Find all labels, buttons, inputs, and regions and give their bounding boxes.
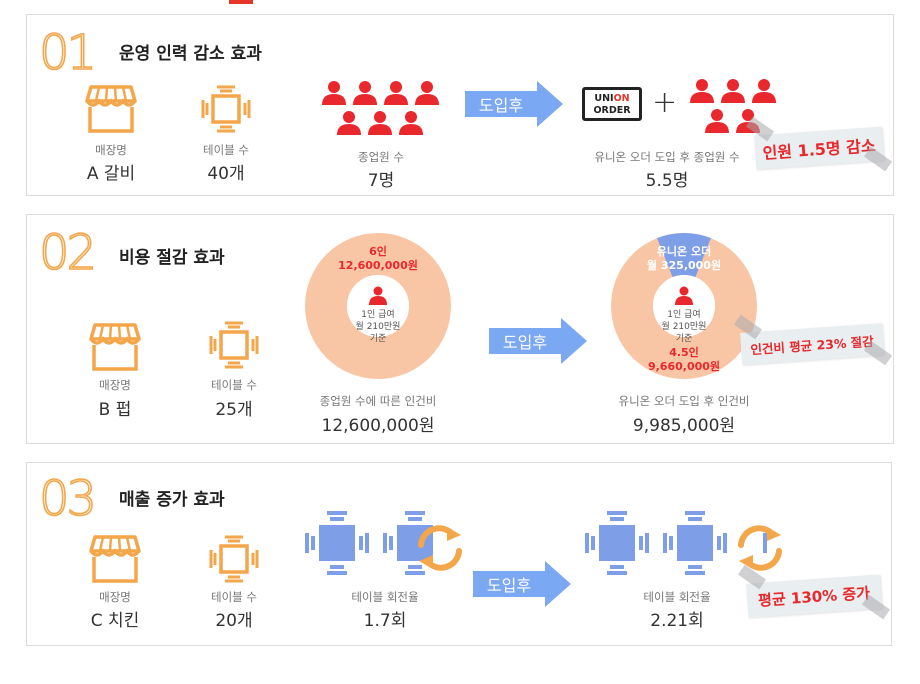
section-03-panel: 03 매출 증가 효과 매장명 C 치킨 테이블 수 20개 bbox=[26, 462, 892, 646]
donut-top-label: 6인 12,600,000원 bbox=[338, 245, 418, 273]
store-icon bbox=[89, 323, 141, 371]
person-icon bbox=[337, 111, 361, 135]
store-icon bbox=[85, 85, 137, 133]
right-arrow-icon bbox=[473, 561, 571, 607]
table-icon bbox=[383, 511, 433, 575]
cost-after-value: 9,985,000원 bbox=[632, 416, 736, 436]
right-arrow-icon bbox=[489, 318, 587, 364]
staff-after-value: 5.5명 bbox=[645, 171, 689, 191]
union-order-slice bbox=[657, 233, 711, 278]
store-name: C 치킨 bbox=[90, 611, 140, 631]
person-icon bbox=[721, 79, 745, 103]
section-02-panel: 02 비용 절감 효과 매장명 B 펍 테이블 수 25개 6인 12,600,… bbox=[26, 214, 894, 444]
staff-before-caption: 종업원 수 bbox=[358, 150, 404, 164]
staff-after-caption: 유니온 오더 도입 후 종업원 수 bbox=[594, 150, 740, 164]
donut-top-amount: 12,600,000원 bbox=[338, 259, 418, 272]
person-icon bbox=[384, 81, 408, 105]
donut-center-note: 1인 급여 월 210만원 기준 bbox=[662, 309, 707, 345]
person-icon bbox=[399, 111, 423, 135]
arrow-label: 도입후 bbox=[502, 333, 548, 352]
store-name: A 갈비 bbox=[86, 164, 136, 184]
staff-before-group bbox=[322, 81, 439, 135]
table-caption: 테이블 수 bbox=[203, 143, 249, 157]
after-adoption-arrow: 도입후 bbox=[465, 81, 563, 127]
table-count: 20개 bbox=[215, 611, 253, 631]
after-adoption-arrow: 도입후 bbox=[473, 561, 571, 607]
note-line: 월 210만원 bbox=[355, 322, 401, 332]
donut-top-count: 6인 bbox=[369, 245, 387, 258]
donut-top-name: 유니온 오더 bbox=[656, 245, 712, 258]
logo-text-order: ORDER bbox=[593, 105, 631, 116]
donut-bottom-count: 4.5인 bbox=[669, 346, 699, 359]
union-order-logo: UNION ORDER bbox=[582, 87, 642, 121]
table-icon bbox=[663, 511, 727, 575]
rotation-after-caption: 테이블 회전율 bbox=[643, 590, 711, 604]
table-rotation-after bbox=[585, 511, 782, 575]
person-icon bbox=[322, 81, 346, 105]
arrow-label: 도입후 bbox=[478, 96, 524, 115]
store-name: B 펍 bbox=[98, 400, 132, 420]
person-icon bbox=[705, 109, 729, 133]
logo-text-uni: UNI bbox=[594, 93, 614, 104]
note-line: 기준 bbox=[369, 334, 387, 344]
table-rotation-before bbox=[305, 511, 462, 575]
person-icon bbox=[752, 79, 776, 103]
table-icon bbox=[209, 321, 259, 369]
rotation-before-value: 1.7회 bbox=[363, 611, 407, 631]
rotation-before-caption: 테이블 회전율 bbox=[351, 590, 419, 604]
table-caption: 테이블 수 bbox=[211, 378, 257, 392]
note-line: 월 210만원 bbox=[661, 322, 707, 332]
note-line: 1인 급여 bbox=[667, 310, 701, 320]
person-icon bbox=[368, 111, 392, 135]
person-icon bbox=[369, 286, 387, 305]
rotation-after-value: 2.21회 bbox=[650, 611, 704, 631]
cost-before-value: 12,600,000원 bbox=[321, 416, 435, 436]
store-caption: 매장명 bbox=[99, 378, 131, 392]
person-icon bbox=[415, 81, 439, 105]
donut-center-note: 1인 급여 월 210만원 기준 bbox=[356, 309, 401, 345]
cost-after-donut bbox=[611, 233, 757, 379]
arrow-label: 도입후 bbox=[486, 576, 532, 595]
donut-top-label: 유니온 오더 월 325,000원 bbox=[647, 245, 721, 273]
cost-before-donut bbox=[305, 233, 451, 379]
donut-bottom-amount: 9,660,000원 bbox=[647, 360, 721, 373]
note-line: 1인 급여 bbox=[361, 310, 395, 320]
table-icon bbox=[201, 85, 251, 133]
section-number: 03 bbox=[38, 471, 98, 527]
logo-text-on: ON bbox=[613, 93, 630, 104]
section-title: 운영 인력 감소 효과 bbox=[119, 44, 262, 64]
store-icon bbox=[89, 535, 141, 583]
table-icon bbox=[585, 511, 649, 575]
section-title: 비용 절감 효과 bbox=[119, 248, 225, 268]
section-01-panel: 01 운영 인력 감소 효과 매장명 A 갈비 테이블 수 40개 종업원 수 … bbox=[26, 14, 894, 196]
cost-before-caption: 종업원 수에 따른 인건비 bbox=[319, 394, 437, 408]
table-icon bbox=[209, 535, 259, 583]
result-badge: 평균 130% 증가 bbox=[745, 574, 883, 618]
top-accent-bar bbox=[229, 0, 253, 4]
donut-bottom-label: 4.5인 9,660,000원 bbox=[648, 346, 720, 374]
staff-before-value: 7명 bbox=[367, 171, 395, 191]
table-count: 25개 bbox=[215, 400, 253, 420]
person-icon bbox=[353, 81, 377, 105]
note-line: 기준 bbox=[675, 334, 693, 344]
store-caption: 매장명 bbox=[99, 590, 131, 604]
cost-after-caption: 유니온 오더 도입 후 인건비 bbox=[618, 394, 750, 408]
person-icon bbox=[675, 286, 693, 305]
store-caption: 매장명 bbox=[95, 143, 127, 157]
plus-sign: + bbox=[652, 85, 678, 120]
donut-top-amount: 월 325,000원 bbox=[646, 259, 722, 272]
section-number: 02 bbox=[38, 225, 98, 281]
table-caption: 테이블 수 bbox=[211, 590, 257, 604]
right-arrow-icon bbox=[465, 81, 563, 127]
after-adoption-arrow: 도입후 bbox=[489, 318, 587, 364]
table-count: 40개 bbox=[207, 164, 245, 184]
table-icon bbox=[305, 511, 369, 575]
person-icon bbox=[690, 79, 714, 103]
section-title: 매출 증가 효과 bbox=[119, 490, 225, 510]
section-number: 01 bbox=[38, 25, 98, 81]
